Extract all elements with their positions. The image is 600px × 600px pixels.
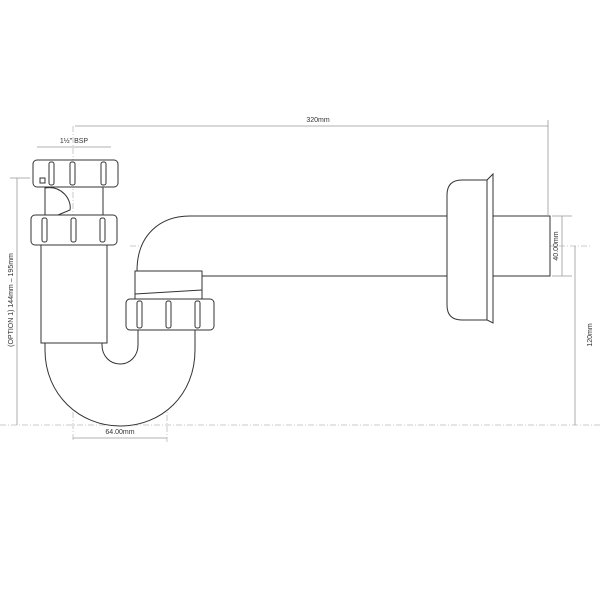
dimension-64: 64.00mm — [73, 429, 167, 439]
dim-120-label: 120mm — [587, 323, 594, 347]
wall-flange — [446, 172, 494, 324]
dimension-120: 120mm — [574, 246, 594, 425]
dimension-40: 40.00mm — [552, 215, 572, 277]
u-bend — [44, 329, 196, 427]
top-nut — [32, 159, 119, 188]
dimension-bsp: 1½" BSP — [37, 137, 111, 148]
dimension-height: (OPTION 1) 144mm – 195mm — [8, 177, 30, 425]
dim-height-label: (OPTION 1) 144mm – 195mm — [8, 253, 15, 347]
dim-40-label: 40.00mm — [553, 231, 560, 260]
dim-320-label: 320mm — [306, 117, 330, 124]
outlet-pipe — [136, 215, 551, 277]
dim-bsp-label: 1½" BSP — [60, 137, 88, 145]
middle-nut — [30, 214, 118, 246]
inlet-tube — [40, 244, 108, 344]
dimension-320: 320mm — [75, 117, 549, 216]
trap-nut — [125, 270, 215, 331]
dim-64-label: 64.00mm — [105, 429, 134, 436]
